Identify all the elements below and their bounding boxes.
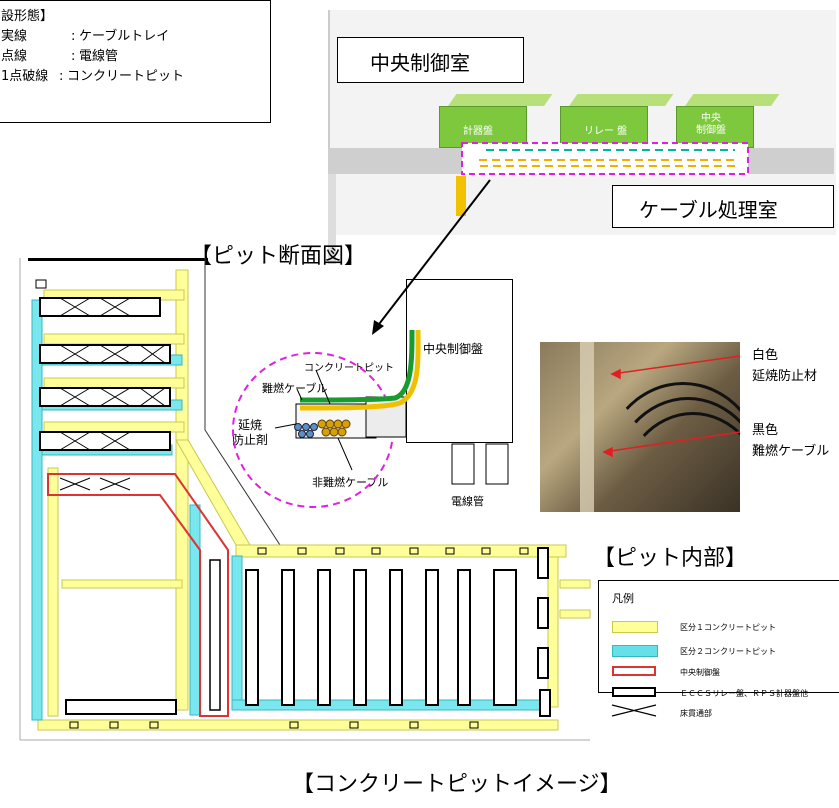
flame-retardant-cable-label: 難燃ケーブル — [262, 382, 328, 395]
plan-legend-title: 凡例 — [612, 592, 634, 605]
legend-swatch-division1 — [612, 621, 658, 633]
photo-arrows — [602, 355, 741, 458]
legend-swatch-division2 — [612, 645, 658, 657]
fire-stop-agent-label: 延焼 防止剤 — [232, 418, 269, 447]
legend-kind-solid: 実線 — [1, 29, 28, 44]
legend-desc-dashdot: コンクリートピット — [67, 69, 185, 84]
plan-title: 【コンクリートピットイメージ】 — [292, 772, 622, 797]
instrument-panel-label: 計器盤 — [463, 126, 493, 137]
legend-sep-dashdot: : — [59, 69, 64, 84]
building-cable-routes — [461, 142, 749, 175]
legend-desc-dotted: 電線管 — [79, 49, 119, 64]
main-control-panel-label: 中央 制御盤 — [696, 113, 726, 136]
cable-room-label-box: ケーブル処理室 — [612, 185, 834, 228]
routing-legend-box: 設形態】 実線 : ケーブルトレイ 点線 : 電線管 1点破線 : コンクリート… — [0, 0, 271, 123]
cable-room-label: ケーブル処理室 — [639, 198, 778, 222]
legend-label-division1: 区分１コンクリートピット — [680, 623, 776, 632]
legend-swatch-control-panel — [612, 666, 656, 676]
legend-label-eccs: ＥＣＣＳリレー盤、ＲＰＳ計器盤他 — [680, 689, 808, 698]
photo-black-label-1: 黒色 — [752, 423, 779, 438]
vertical-cable-riser — [456, 176, 466, 216]
routing-legend-title: 設形態】 — [1, 9, 54, 24]
control-room-label: 中央制御室 — [370, 51, 470, 75]
conduit-label: 電線管 — [451, 495, 484, 508]
pit-interior-title: 【ピット内部】 — [593, 546, 748, 571]
legend-label-division2: 区分２コンクリートピット — [680, 647, 776, 656]
legend-kind-dashdot: 1点破線 — [1, 69, 49, 84]
detail-pointer-arrowhead — [372, 320, 384, 335]
section-control-panel-label: 中央制御盤 — [423, 342, 484, 356]
plan-drawing — [19, 258, 657, 741]
legend-sep-dotted: : — [71, 49, 76, 64]
legend-sep-solid: : — [71, 29, 76, 44]
main-control-panel — [676, 106, 754, 148]
relay-panel-label: リレー 盤 — [584, 126, 628, 137]
instrument-panel — [439, 106, 527, 148]
detail-pointer-arrow — [375, 179, 491, 329]
building-lower-wall — [328, 174, 336, 264]
photo-black-label-2: 難燃ケーブル — [752, 444, 830, 459]
section-control-panel: 中央制御盤 — [406, 279, 513, 443]
photo-white-label-2: 延焼防止材 — [752, 369, 818, 384]
pit-section-drawing — [274, 329, 509, 485]
legend-swatch-eccs — [612, 687, 656, 697]
legend-label-control-panel: 中央制御盤 — [680, 668, 720, 677]
legend-label-floor-penetration: 床貫通部 — [680, 709, 712, 718]
concrete-pit-label: コンクリートピット — [304, 363, 394, 374]
relay-panel — [560, 106, 648, 148]
control-room-label-box: 中央制御室 — [337, 37, 524, 83]
pit-section-title: 【ピット断面図】 — [190, 244, 367, 269]
legend-desc-solid: ケーブルトレイ — [79, 29, 170, 44]
photo-white-label-1: 白色 — [752, 348, 779, 363]
legend-kind-dotted: 点線 — [1, 49, 28, 64]
